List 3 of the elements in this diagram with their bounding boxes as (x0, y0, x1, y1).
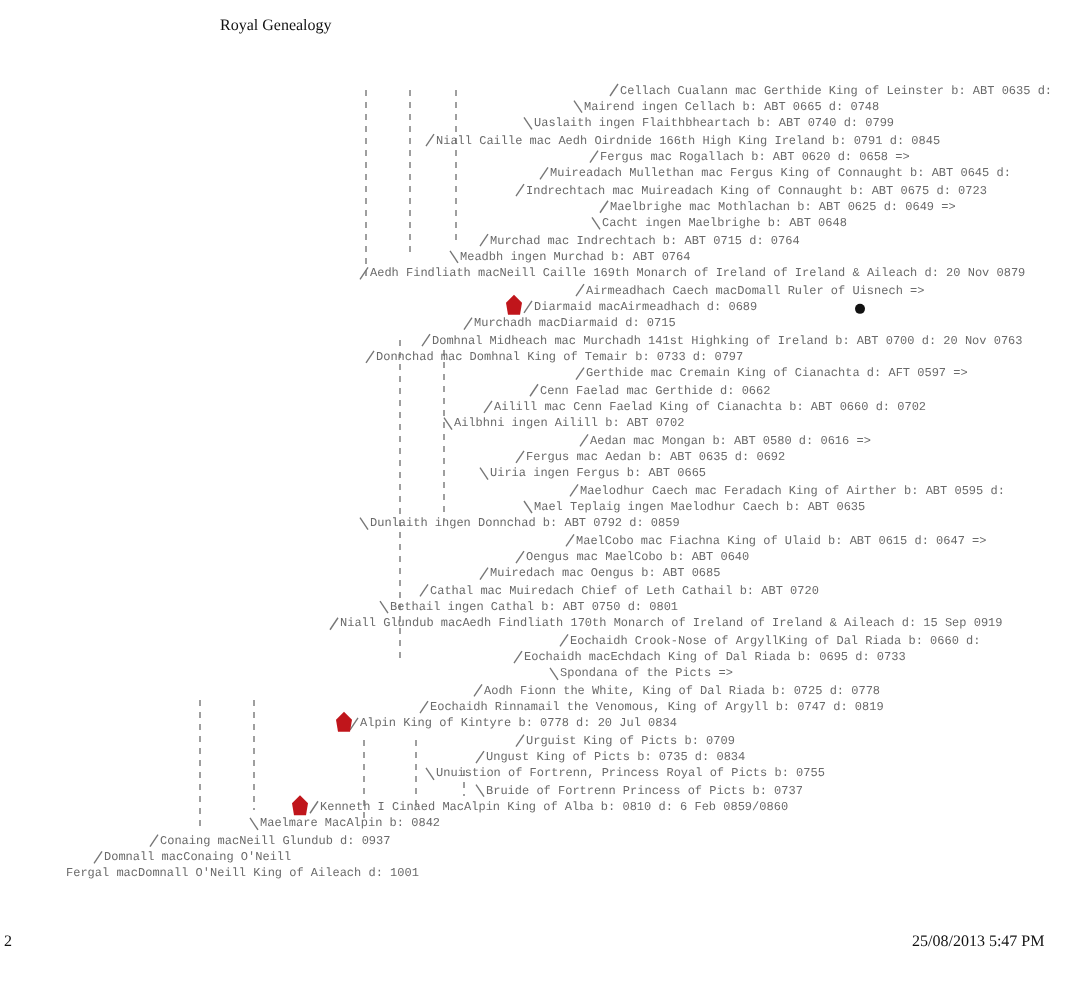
print-date: 25/08/2013 5:47 PM (912, 932, 1045, 950)
page-number: 2 (4, 932, 12, 950)
page-title: Royal Genealogy (220, 16, 332, 34)
